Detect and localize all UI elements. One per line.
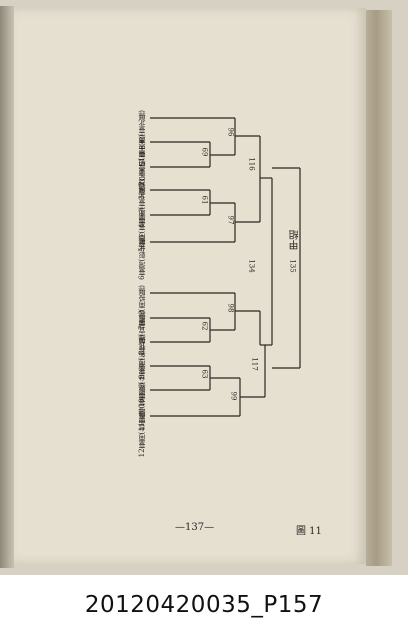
match-score: 135 <box>288 259 297 273</box>
tournament-bracket <box>150 117 301 417</box>
match-score: 116 <box>247 157 256 171</box>
match-score: 63 <box>200 369 209 379</box>
book-page <box>14 8 366 564</box>
match-score: 69 <box>200 147 209 157</box>
match-score: 98 <box>226 303 235 313</box>
team-label: 12臺南(台中縣) <box>138 408 146 458</box>
match-score: 96 <box>226 127 235 137</box>
figure-label: 圖 11 <box>296 526 322 537</box>
bracket-heading: 甲組 <box>290 230 301 250</box>
team-label: 6臺灣(彰化縣) <box>138 235 146 280</box>
page-number: —137— <box>175 522 215 533</box>
image-caption: 20120420035_P157 <box>84 592 324 618</box>
match-score: 62 <box>200 321 209 331</box>
scanned-page: 1興大農(臺北縣) 2亞東紡(臺中市) 3臺灣三重中 4臺北(臺北縣) 5臺南(… <box>0 0 408 575</box>
match-score: 97 <box>226 215 235 225</box>
right-page-edge <box>366 10 392 566</box>
match-score: 61 <box>200 195 209 205</box>
match-score: 134 <box>247 259 256 273</box>
left-page-edge <box>0 6 14 568</box>
match-score: 117 <box>250 357 259 371</box>
match-score: 99 <box>229 391 238 401</box>
